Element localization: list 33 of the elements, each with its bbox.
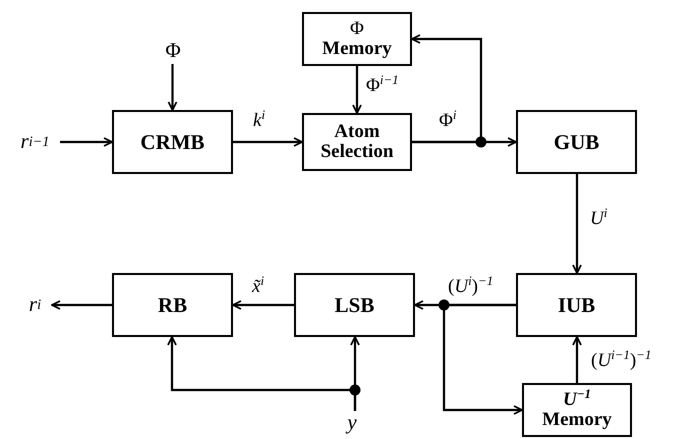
box-label: IUB <box>558 294 596 316</box>
edge-label: (U$^{i}$)$^{−1}$ <box>447 276 494 297</box>
arrow <box>411 34 482 144</box>
box-label: RB <box>158 294 188 316</box>
process-box <box>294 273 415 337</box>
arrow <box>572 336 582 383</box>
arrow <box>60 137 113 147</box>
arrow <box>167 336 356 411</box>
process-box <box>302 113 412 171</box>
arrow <box>352 66 362 114</box>
process-box <box>522 383 632 437</box>
arrow <box>51 300 112 310</box>
arrow <box>442 304 523 415</box>
process-box <box>516 273 637 337</box>
box-label: CRMB <box>140 130 205 154</box>
box-label: U$^{−1}$ <box>562 390 591 410</box>
arrow <box>233 137 303 147</box>
box-label: Atom Selection <box>320 122 394 162</box>
process-box <box>302 12 412 66</box>
arrow <box>232 300 294 310</box>
process-box <box>516 110 637 174</box>
box-label: Memory <box>542 410 612 430</box>
box-label: LSB <box>334 294 374 316</box>
box-label: Φ <box>350 19 364 39</box>
box-label: Memory <box>322 39 392 59</box>
process-box <box>112 110 233 174</box>
signal-label: y <box>342 411 362 435</box>
arrow <box>572 174 582 274</box>
signal-label: Φ <box>160 38 186 64</box>
process-box <box>112 273 233 337</box>
edge-label: (U$^{i−1}$)$^{−1}$ <box>590 350 652 371</box>
box-label: GUB <box>554 130 600 154</box>
arrow <box>168 64 178 111</box>
